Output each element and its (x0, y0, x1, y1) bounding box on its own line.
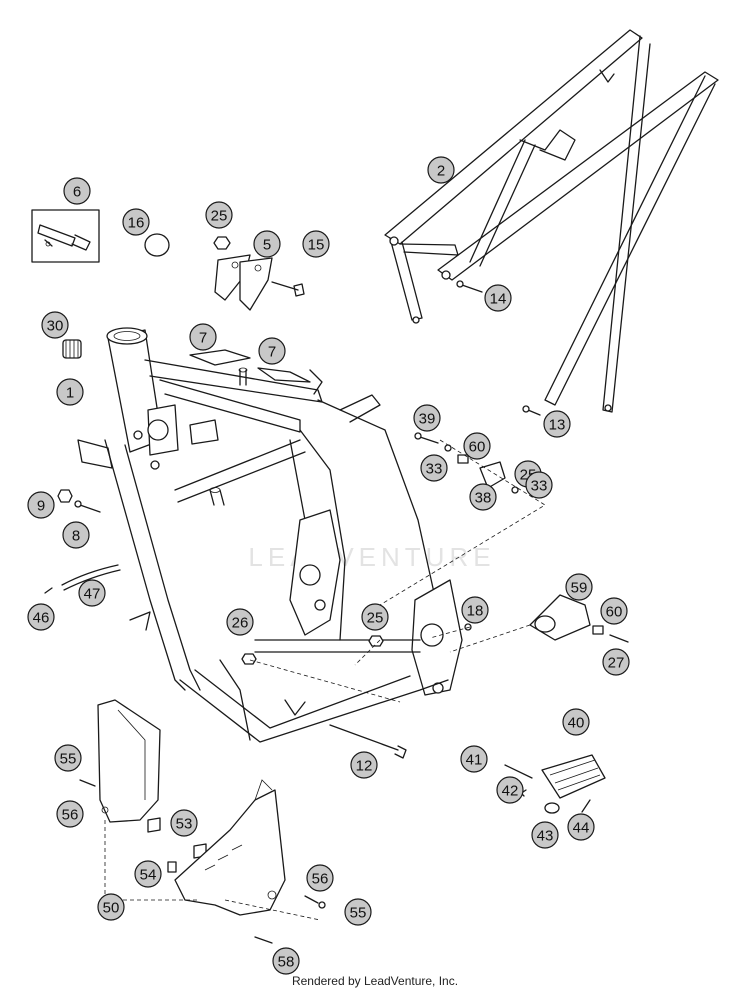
callout-42: 42 (496, 776, 524, 804)
callout-label: 15 (308, 237, 325, 254)
callout-label: 56 (312, 871, 329, 888)
callout-label: 58 (278, 954, 295, 971)
callout-label: 33 (531, 478, 548, 495)
callout-9: 9 (27, 491, 55, 519)
main-frame (77, 327, 463, 743)
callout-label: 53 (176, 816, 193, 833)
callout-43: 43 (531, 821, 559, 849)
callout-label: 7 (268, 344, 276, 361)
callout-47: 47 (78, 579, 106, 607)
callout-33: 33 (420, 454, 448, 482)
callout-60: 60 (600, 597, 628, 625)
callout-markers: 1256778912131415161825252526273033333839… (27, 156, 630, 975)
callout-60: 60 (463, 432, 491, 460)
callout-15: 15 (302, 230, 330, 258)
callout-label: 7 (199, 330, 207, 347)
rear-subframe (384, 29, 719, 413)
callout-label: 42 (502, 783, 519, 800)
footer-credit: Rendered by LeadVenture, Inc. (291, 974, 459, 988)
callout-label: 38 (475, 490, 492, 507)
callout-label: 9 (37, 498, 45, 515)
callout-2: 2 (427, 156, 455, 184)
callout-label: 2 (437, 163, 445, 180)
callout-label: 5 (263, 237, 271, 254)
callout-8: 8 (62, 521, 90, 549)
callout-label: 50 (103, 900, 120, 917)
callout-38: 38 (469, 483, 497, 511)
callout-label: 16 (128, 215, 145, 232)
callout-13: 13 (543, 410, 571, 438)
callout-25: 25 (205, 201, 233, 229)
callout-label: 47 (84, 586, 101, 603)
callout-55: 55 (54, 744, 82, 772)
callout-55: 55 (344, 898, 372, 926)
callout-label: 54 (140, 867, 157, 884)
callout-label: 60 (469, 439, 486, 456)
callout-label: 43 (537, 828, 554, 845)
callout-label: 56 (62, 807, 79, 824)
small-parts (31, 209, 629, 944)
callout-46: 46 (27, 603, 55, 631)
callout-27: 27 (602, 648, 630, 676)
callout-label: 41 (466, 752, 483, 769)
callout-label: 55 (350, 905, 367, 922)
callout-1: 1 (56, 378, 84, 406)
callout-26: 26 (226, 608, 254, 636)
callout-label: 60 (606, 604, 623, 621)
callout-label: 55 (60, 751, 77, 768)
callout-59: 59 (565, 573, 593, 601)
callout-14: 14 (484, 284, 512, 312)
callout-label: 26 (232, 615, 249, 632)
callout-label: 6 (73, 184, 81, 201)
callout-label: 18 (467, 603, 484, 620)
callout-label: 59 (571, 580, 588, 597)
callout-label: 13 (549, 417, 566, 434)
callout-39: 39 (413, 404, 441, 432)
callout-12: 12 (350, 751, 378, 779)
callout-label: 39 (419, 411, 436, 428)
callout-7: 7 (258, 337, 286, 365)
callout-50: 50 (97, 893, 125, 921)
watermark: LEADVENTURE (248, 542, 495, 572)
callout-label: 14 (490, 291, 507, 308)
callout-33: 33 (525, 471, 553, 499)
callout-label: 40 (568, 715, 585, 732)
callout-54: 54 (134, 860, 162, 888)
callout-58: 58 (272, 947, 300, 975)
callout-6: 6 (63, 177, 91, 205)
callout-label: 1 (66, 385, 74, 402)
callout-7: 7 (189, 323, 217, 351)
callout-41: 41 (460, 745, 488, 773)
callout-label: 12 (356, 758, 373, 775)
callout-30: 30 (41, 311, 69, 339)
callout-5: 5 (253, 230, 281, 258)
callout-label: 33 (426, 461, 443, 478)
callout-label: 46 (33, 610, 50, 627)
callout-56: 56 (306, 864, 334, 892)
callout-44: 44 (567, 813, 595, 841)
callout-40: 40 (562, 708, 590, 736)
callout-56: 56 (56, 800, 84, 828)
callout-18: 18 (461, 596, 489, 624)
callout-25: 25 (361, 603, 389, 631)
callout-label: 44 (573, 820, 590, 837)
callout-label: 8 (72, 528, 80, 545)
callout-16: 16 (122, 208, 150, 236)
callout-label: 25 (211, 208, 228, 225)
callout-53: 53 (170, 809, 198, 837)
callout-label: 30 (47, 318, 64, 335)
callout-label: 25 (367, 610, 384, 627)
frame-protectors (97, 699, 286, 916)
callout-label: 27 (608, 655, 625, 672)
